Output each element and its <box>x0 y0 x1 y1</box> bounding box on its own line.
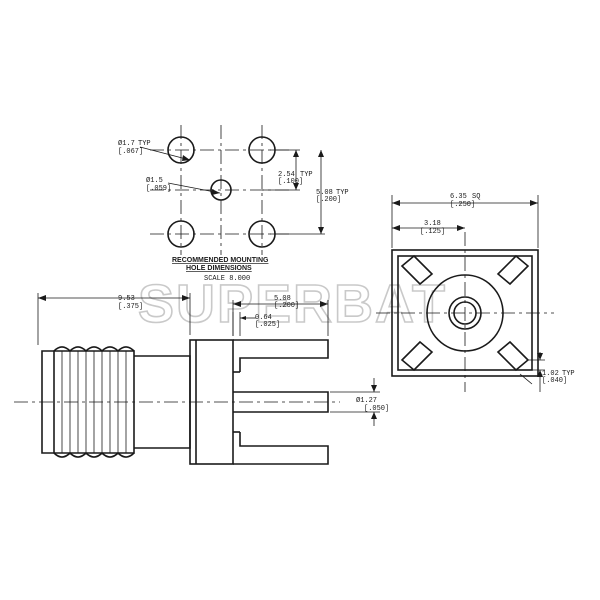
corner-leg <box>400 254 434 286</box>
pitch-label: 2.54 <box>278 171 295 179</box>
hole-dia-label: Ø1.7 <box>118 139 135 148</box>
leg-label: 1.02 <box>542 370 559 378</box>
corner-leg <box>400 340 434 372</box>
mounting-title-2: HOLE DIMENSIONS <box>186 265 252 272</box>
hole-dia-inch: [.067] <box>118 148 143 156</box>
pin-gap-label: 5.08 <box>274 295 291 303</box>
leg-typ: TYP <box>562 370 575 378</box>
corner-leg <box>496 340 530 372</box>
pin-dia-label: Ø1.27 <box>356 396 377 405</box>
size-inch: [.250] <box>450 201 475 209</box>
size-label: 6.35 <box>450 193 467 201</box>
length-label: 9.53 <box>118 295 135 303</box>
center-dia-inch: [.059] <box>146 185 171 193</box>
pin-gap-inch: [.200] <box>274 302 299 310</box>
center-hole <box>210 179 232 201</box>
span-label: 5.08 <box>316 189 333 197</box>
pin-thick-inch: [.025] <box>255 321 280 329</box>
side-view: 9.53 [.375] 5.08 [.200] 0.64 [.025] Ø1.2… <box>14 293 389 465</box>
span-typ: TYP <box>336 189 349 197</box>
mounting-hole-pattern: Ø1.7 TYP [.067] Ø1.5 [.059] 2.54 TYP [.1… <box>118 125 349 283</box>
corner-leg <box>496 254 530 286</box>
pin-thick-label: 0.64 <box>255 314 272 322</box>
pitch-inch: [.100] <box>278 178 303 186</box>
pitch-typ: TYP <box>300 171 313 179</box>
length-inch: [.375] <box>118 303 143 311</box>
mounting-hole <box>167 136 195 164</box>
front-view: 6.35 SQ [.250] 3.18 [.125] 1.02 TYP [.04… <box>376 193 575 392</box>
scale-label: SCALE 8.000 <box>204 275 250 283</box>
span-inch: [.200] <box>316 196 341 204</box>
half-label: 3.18 <box>424 220 441 228</box>
leg-inch: [.040] <box>542 377 567 385</box>
pin-dia-inch: [.050] <box>364 405 389 413</box>
size-sq: SQ <box>472 193 480 201</box>
hole-dia-typ: TYP <box>138 140 151 148</box>
mounting-hole <box>167 220 195 248</box>
mounting-title-1: RECOMMENDED MOUNTING <box>172 257 269 264</box>
half-inch: [.125] <box>420 228 445 236</box>
center-dia-label: Ø1.5 <box>146 176 163 185</box>
